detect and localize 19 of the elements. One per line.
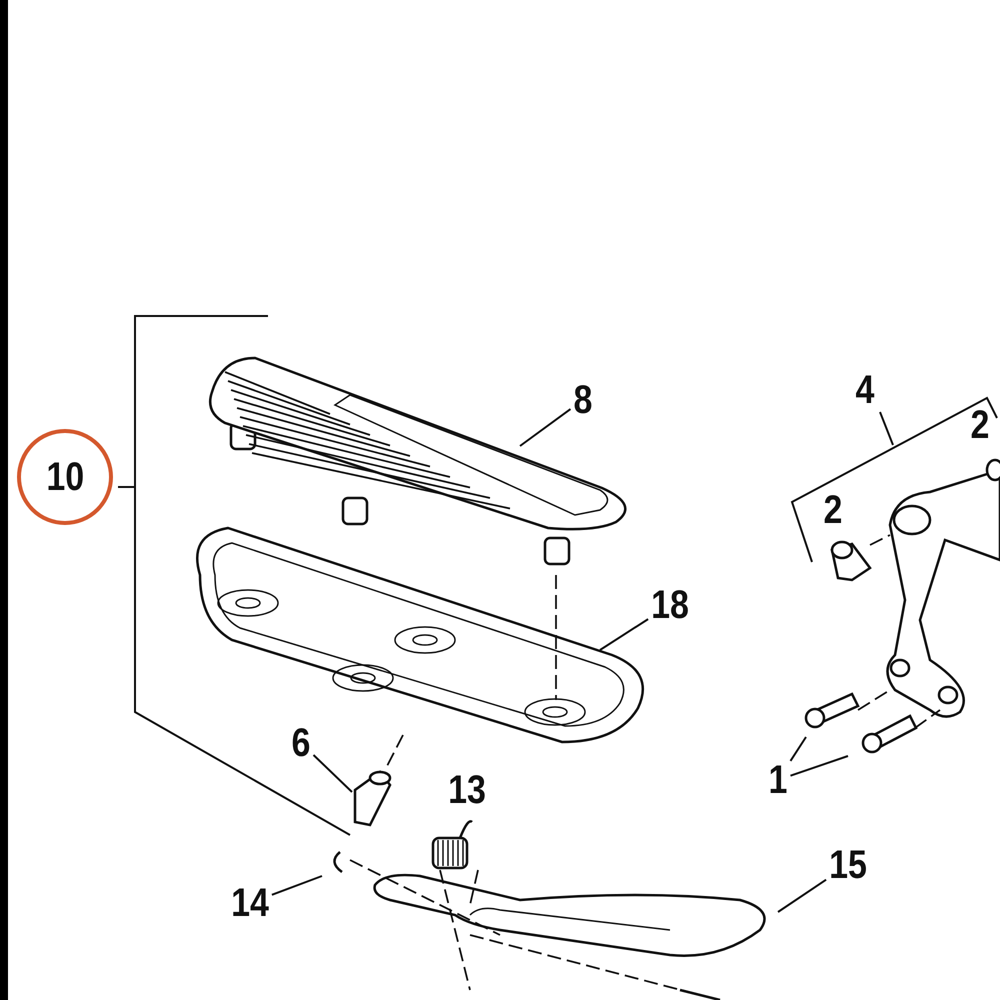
callout-number: 10 xyxy=(46,457,84,497)
callout-number: 15 xyxy=(829,845,867,885)
leader-line xyxy=(312,754,353,793)
callout-number: 2 xyxy=(970,405,990,445)
callout-number: 4 xyxy=(856,370,874,410)
callout-number: 6 xyxy=(292,723,310,763)
callout-number: 2 xyxy=(824,490,842,530)
callout-number: 13 xyxy=(448,770,486,810)
callout-circle xyxy=(17,429,113,525)
leader-line xyxy=(790,755,848,777)
callout-number: 8 xyxy=(574,380,592,420)
callout-number: 18 xyxy=(651,585,689,625)
leader-line xyxy=(599,618,649,651)
leader-line xyxy=(519,408,572,447)
leader-line xyxy=(790,736,807,762)
callout-number: 14 xyxy=(231,883,269,923)
callout-number: 1 xyxy=(768,760,788,800)
leader-line xyxy=(777,878,827,913)
leader-line xyxy=(272,875,322,896)
